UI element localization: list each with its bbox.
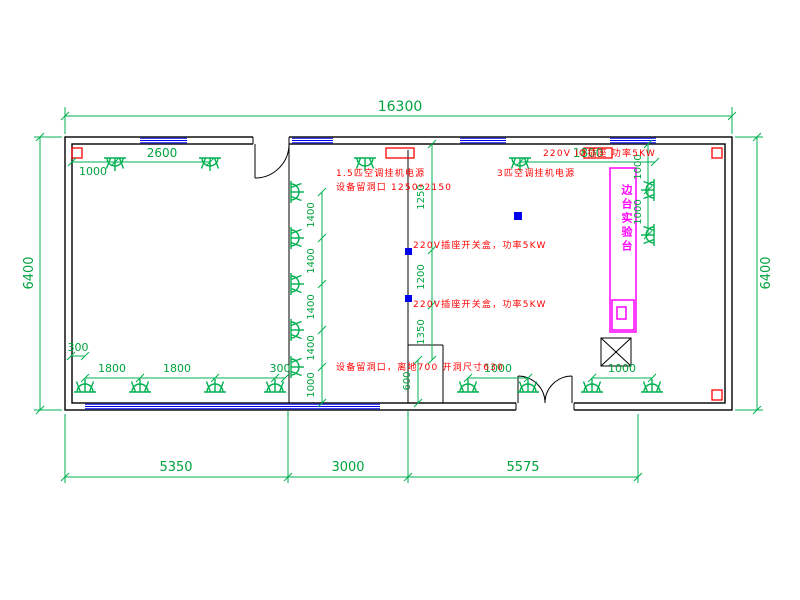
dim-label: 1000 — [79, 165, 107, 178]
annotation-opening-top: 设备留洞口 1250*2150 — [336, 181, 452, 193]
ac-outlet-box — [385, 147, 415, 159]
dim-label: 1000 — [633, 154, 644, 179]
ceiling-lamp-icon — [203, 378, 227, 393]
dim-label: 1000 — [306, 372, 317, 397]
corner-outlet-box — [711, 147, 723, 159]
top-door — [252, 133, 290, 179]
ceiling-lamp-icon — [290, 226, 305, 250]
junction-box-icon — [514, 212, 522, 220]
ceiling-lamp-icon — [290, 272, 305, 296]
bottom-double-door — [515, 375, 575, 412]
annotation-ac-small: 1.5匹空调挂机电源 — [336, 167, 425, 179]
dim-label: 1800 — [573, 146, 604, 160]
ac-outlet-box — [583, 147, 613, 159]
dimension-labels: 16300 6400 6400 5350 3000 5575 1000 2600… — [22, 99, 774, 475]
dim-label: 1000 — [633, 199, 644, 224]
crossed-box-icon — [600, 337, 632, 367]
annotation-outlet-top-right: 220V IO插座 功率5KW — [543, 147, 656, 159]
dim-label: 1200 — [416, 264, 427, 289]
annotation-ac-big: 3匹空调挂机电源 — [497, 167, 575, 179]
ceiling-lamp-icon — [128, 378, 152, 393]
dim-label: 1800 — [163, 362, 191, 375]
dim-label: 2600 — [147, 146, 178, 160]
ceiling-lamp-icon — [290, 355, 305, 379]
annotations: 1.5匹空调挂机电源 设备留洞口 1250*2150 3匹空调挂机电源 220V… — [336, 147, 656, 373]
equipment — [71, 147, 723, 401]
ceiling-lamp-icon — [580, 378, 604, 393]
corner-outlet-box — [71, 147, 83, 159]
dim-label: 6400 — [759, 256, 774, 289]
ceiling-lamp-icon — [640, 378, 664, 393]
lab-bench — [609, 167, 637, 333]
ceiling-lamp-icon — [516, 378, 540, 393]
outer-walls — [64, 136, 733, 411]
ceiling-lamp-icon — [456, 378, 480, 393]
annotation-outlet-upper: 220V插座开关盒，功率5KW — [413, 239, 547, 251]
dim-label: 1400 — [306, 294, 317, 319]
dim-label: 3000 — [331, 460, 364, 475]
dim-label: 5575 — [506, 460, 539, 475]
ceiling-lamp-icon — [198, 157, 222, 172]
annotation-outlet-lower: 220V插座开关盒，功率5KW — [413, 298, 547, 310]
annotation-opening-bottom: 设备留洞口，离地700 开洞尺寸630 — [336, 361, 504, 373]
dim-label: 1000 — [608, 362, 636, 375]
dim-label: 1000 — [484, 362, 512, 375]
dim-label: 1350 — [416, 319, 427, 344]
ceiling-lamp-icon — [73, 378, 97, 393]
junction-box-icon — [405, 248, 412, 255]
ceiling-lamp-icon — [103, 157, 127, 172]
window-bands — [85, 137, 656, 410]
dim-label: 1400 — [306, 248, 317, 273]
dimension-lines — [34, 107, 763, 483]
dim-label: 1400 — [306, 335, 317, 360]
corner-outlet-box — [711, 389, 723, 401]
dim-label: 1400 — [306, 202, 317, 227]
dim-label: 1250 — [416, 184, 427, 209]
dimension-ticks — [35, 111, 762, 482]
partition-walls — [288, 144, 444, 403]
dim-label: 300 — [68, 341, 89, 354]
junction-box-icon — [405, 295, 412, 302]
bench-label: 边台实验台 — [620, 184, 633, 254]
lamps — [73, 157, 664, 393]
dim-label: 1800 — [98, 362, 126, 375]
dim-label: 300 — [270, 362, 291, 375]
dim-label: 5350 — [159, 460, 192, 475]
ceiling-lamp-icon — [290, 180, 305, 204]
dim-label: 600 — [402, 371, 413, 390]
dim-label: 6400 — [22, 256, 37, 289]
dim-label: 16300 — [378, 99, 423, 115]
ceiling-lamp-icon — [290, 318, 305, 342]
